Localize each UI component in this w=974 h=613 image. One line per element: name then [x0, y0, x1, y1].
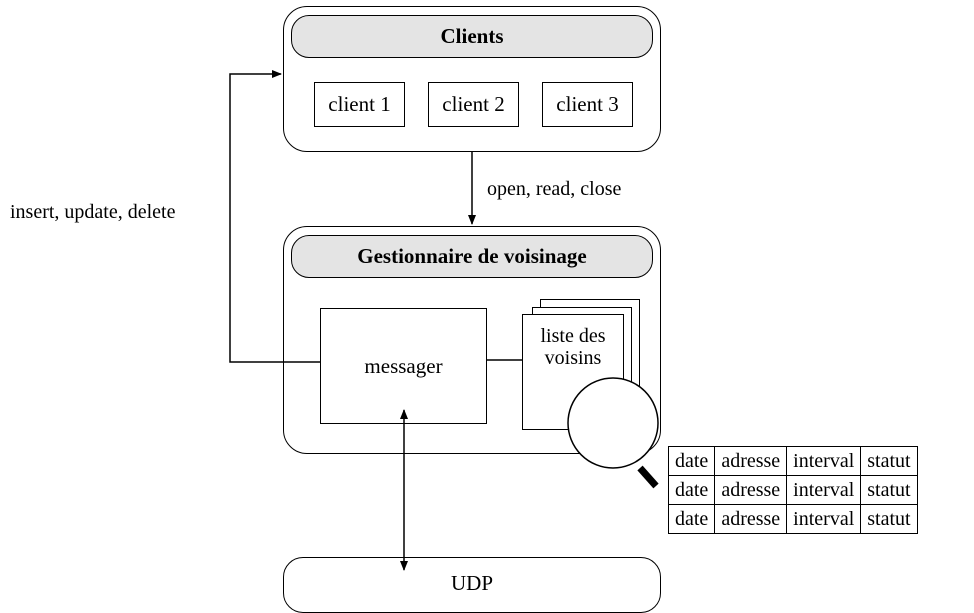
table-cell: adresse [714, 475, 788, 505]
gestionnaire-title: Gestionnaire de voisinage [291, 235, 653, 278]
clients-title: Clients [291, 15, 653, 58]
table-cell: statut [860, 504, 918, 534]
diagram-connectors [229, 70, 659, 571]
table-cell: statut [860, 475, 918, 505]
table-cell: statut [860, 446, 918, 476]
voisins-table: date adresse interval statut date adress… [667, 446, 918, 534]
label-open-read-close: open, read, close [487, 178, 622, 200]
table-row: date adresse interval statut [667, 504, 918, 534]
magnifier-icon [567, 377, 659, 489]
table-cell: date [667, 446, 716, 476]
table-cell: adresse [714, 446, 788, 476]
liste-voisins-label-line2: voisins [544, 347, 602, 369]
table-cell: interval [786, 446, 862, 476]
liste-voisins-label-line1: liste des [540, 325, 606, 347]
table-cell: date [667, 504, 716, 534]
table-row: date adresse interval statut [667, 446, 918, 476]
client-1-box: client 1 [314, 82, 405, 127]
arrow-messager-to-clients [229, 70, 320, 363]
table-cell: interval [786, 504, 862, 534]
table-cell: adresse [714, 504, 788, 534]
table-cell: interval [786, 475, 862, 505]
client-3-box: client 3 [542, 82, 633, 127]
table-cell: date [667, 475, 716, 505]
label-insert-update-delete: insert, update, delete [10, 201, 176, 223]
client-2-box: client 2 [428, 82, 519, 127]
table-row: date adresse interval statut [667, 475, 918, 505]
messager-box: messager [320, 308, 487, 424]
